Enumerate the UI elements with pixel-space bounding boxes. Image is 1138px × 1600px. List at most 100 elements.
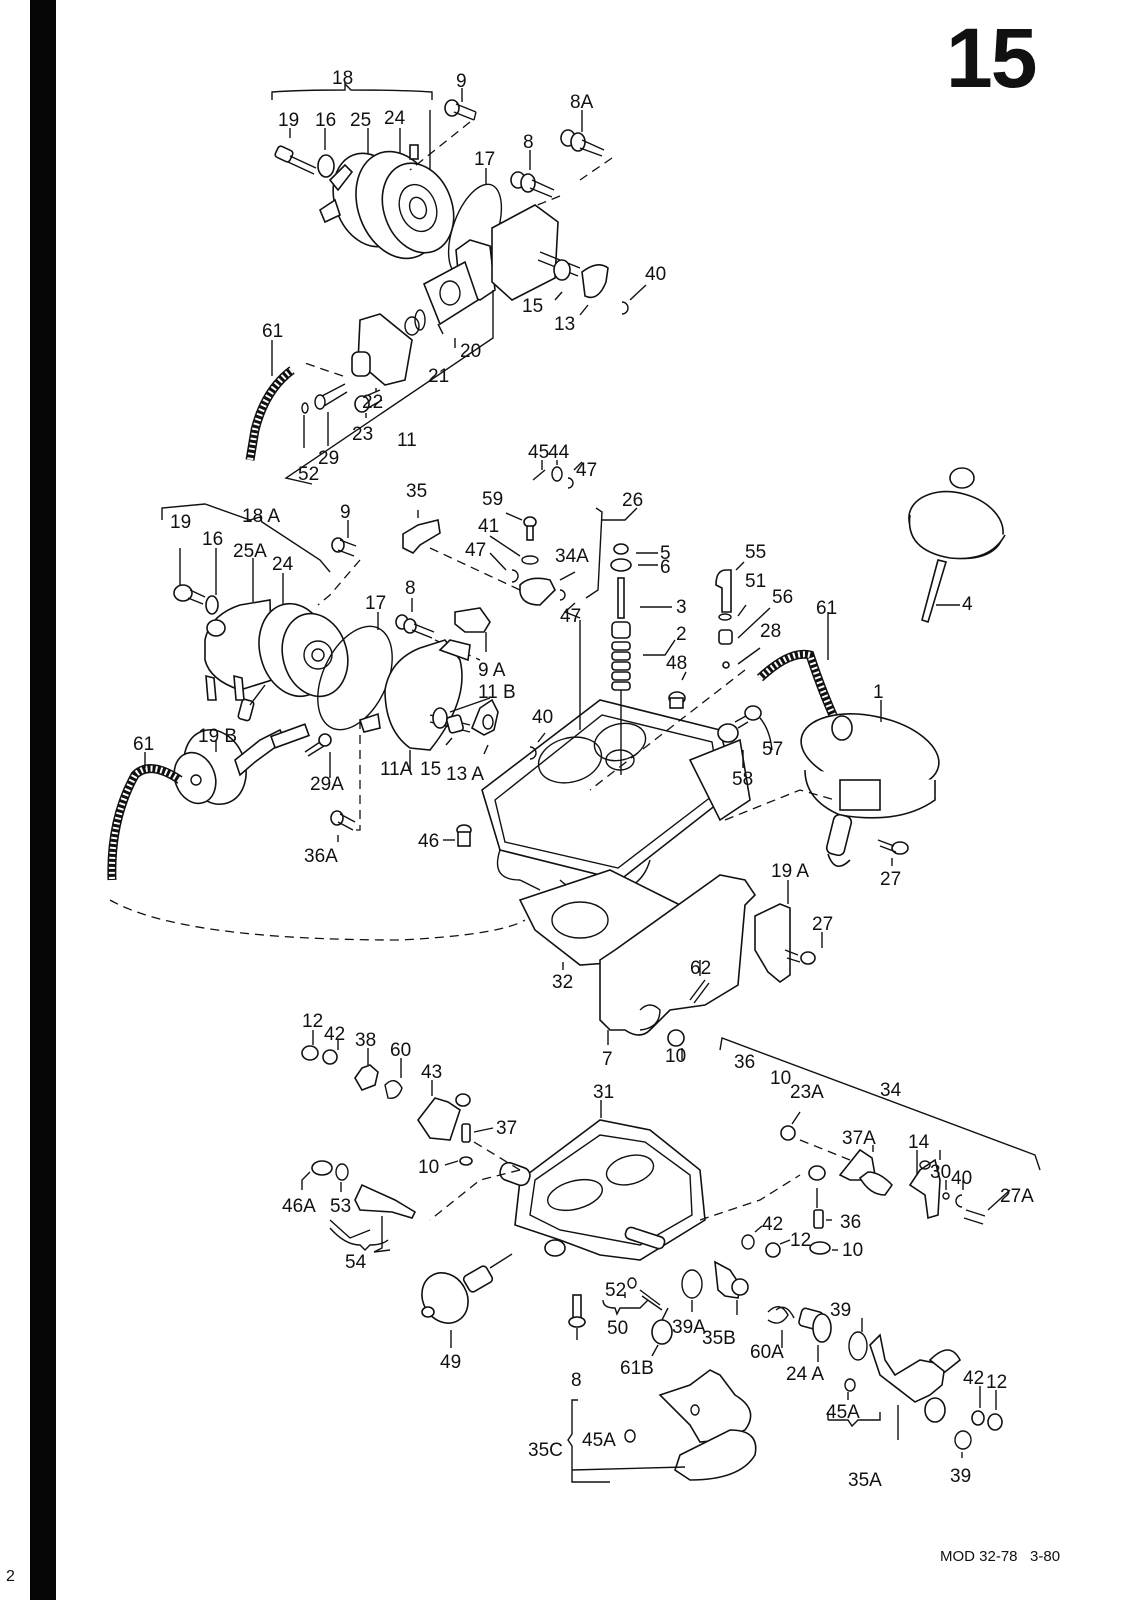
callout-47: 47: [576, 460, 597, 481]
callout-31: 31: [593, 1082, 614, 1103]
callout-16: 16: [315, 110, 336, 131]
callout-37: 37: [496, 1118, 517, 1139]
oring-53-part: [335, 1163, 349, 1181]
washer-42-right: [971, 1410, 985, 1426]
rod-26-part: [585, 507, 603, 599]
callout-61-b: 61: [816, 598, 837, 619]
callout-11B: 11 B: [478, 682, 516, 703]
callout-47-b: 47: [465, 540, 486, 561]
callout-24A: 24 A: [786, 1364, 824, 1385]
ball-30-part: [942, 1192, 950, 1200]
callout-22: 22: [362, 392, 383, 413]
bracket-9A-part: [454, 607, 491, 633]
callout-5: 5: [660, 543, 671, 564]
oring-52-part: [301, 402, 309, 414]
callout-28: 28: [760, 621, 781, 642]
washer-39-part: [848, 1331, 868, 1361]
bracket-34-36: [719, 1037, 1041, 1171]
callout-34: 34: [880, 1080, 902, 1101]
callout-12-c: 12: [986, 1372, 1007, 1393]
callout-12-b: 12: [790, 1230, 811, 1251]
callout-36A: 36A: [304, 846, 338, 867]
bracket-11: [284, 290, 494, 485]
callout-54: 54: [345, 1252, 367, 1273]
needle-3-part: [617, 577, 625, 619]
hose-61-top: [245, 366, 295, 461]
bolt-19-part: [274, 145, 317, 175]
lever-34A-part: [519, 577, 556, 606]
callout-32: 32: [552, 972, 573, 993]
callout-18A: 18 A: [242, 506, 280, 527]
callout-40: 40: [645, 264, 666, 285]
callout-40-mid: 40: [532, 707, 553, 728]
callout-15: 15: [522, 296, 543, 317]
callout-10: 10: [665, 1046, 686, 1067]
fuel-pump-assembly-top: [245, 82, 647, 485]
lever-35A-part: [869, 1333, 962, 1423]
callout-46A: 46A: [282, 1196, 316, 1217]
link-35-part: [402, 519, 441, 554]
screw-37-part: [461, 1123, 471, 1143]
lever-43-part: [417, 1093, 471, 1141]
washer-16-mid-part: [205, 595, 219, 615]
callout-35C: 35C: [528, 1440, 563, 1461]
callout-52: 52: [298, 464, 319, 485]
callout-30: 30: [930, 1162, 951, 1183]
callout-19-mid: 19: [170, 512, 191, 533]
screw-9-part: [444, 99, 477, 121]
callout-55: 55: [745, 542, 766, 563]
screw-59-part: [523, 516, 537, 541]
circlip-40-lower: [955, 1194, 963, 1208]
callout-7: 7: [602, 1049, 613, 1070]
cam-38-part: [354, 1064, 379, 1091]
callout-8: 8: [523, 132, 534, 153]
cap-61B-part: [651, 1319, 673, 1345]
bracket-7-part: [599, 874, 757, 1036]
jet-55-part: [715, 569, 732, 613]
callout-43: 43: [421, 1062, 442, 1083]
callout-52-b: 52: [605, 1280, 626, 1301]
hose-61-right: [756, 649, 845, 733]
screw-8-lower-part: [568, 1294, 586, 1328]
lever-35B-part: [714, 1260, 749, 1299]
callout-41: 41: [478, 516, 499, 537]
callout-8-c: 8: [571, 1370, 582, 1391]
callout-14: 14: [908, 1132, 930, 1153]
bushing-24A-part: [798, 1307, 832, 1343]
screw-9-mid-part: [331, 537, 357, 557]
nut-10-part: [667, 1029, 685, 1047]
callout-39A: 39A: [672, 1317, 706, 1338]
callout-45A-b: 45A: [582, 1430, 616, 1451]
callout-35: 35: [406, 481, 427, 502]
callout-8A: 8A: [570, 92, 594, 113]
linkage-dashed-line: [109, 899, 526, 941]
callout-37A: 37A: [842, 1128, 876, 1149]
callout-18: 18: [332, 68, 353, 89]
hose-61-left: [107, 764, 183, 881]
callout-27A: 27A: [1000, 1186, 1034, 1207]
callout-36-b: 36: [840, 1212, 861, 1233]
nut-12-mid: [765, 1242, 781, 1258]
vacuum-actuator-4-part: [908, 467, 1006, 624]
callout-24: 24: [384, 108, 406, 129]
callout-38: 38: [355, 1030, 376, 1051]
callout-48: 48: [666, 653, 687, 674]
callout-60: 60: [390, 1040, 411, 1061]
spring-56-part: [718, 629, 733, 645]
callout-6: 6: [660, 557, 671, 578]
callout-61B: 61B: [620, 1358, 654, 1379]
callout-57: 57: [762, 739, 783, 760]
nut-23A-part: [780, 1125, 796, 1141]
washer-21-part: [404, 316, 420, 336]
gasket-20-part: [422, 260, 479, 326]
callout-labels: 18 9 8A 19 16 25 24 8 17 15 13 40 61 21 …: [133, 68, 1034, 1491]
cover-11A-part: [358, 639, 471, 751]
screw-57-part: [734, 705, 762, 729]
callout-21: 21: [428, 366, 449, 387]
bracket-19A-part: [754, 903, 791, 984]
clip-45A-lower: [624, 1429, 636, 1443]
callout-19: 19: [278, 110, 299, 131]
seal-6-part: [610, 558, 632, 572]
callout-53: 53: [330, 1196, 351, 1217]
